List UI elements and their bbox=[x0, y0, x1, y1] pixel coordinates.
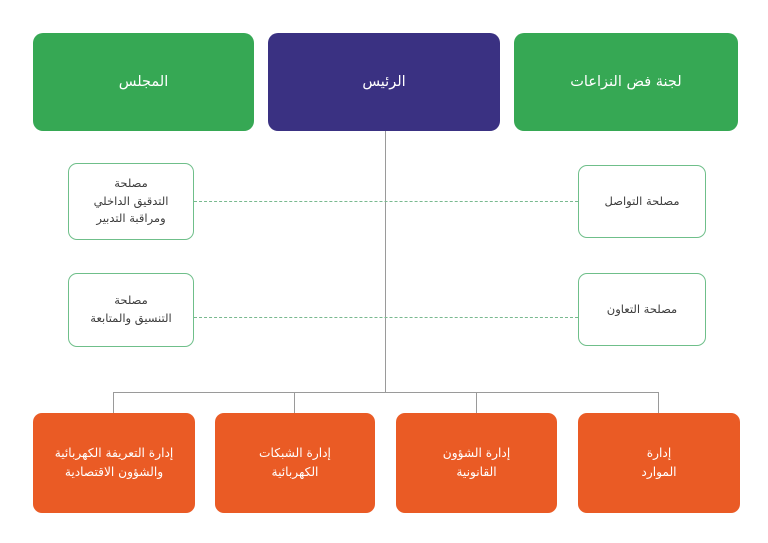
node-coordination-service-line1: مصلحة bbox=[114, 293, 148, 308]
connector-dashed-staff-row1 bbox=[194, 201, 578, 202]
node-internal-audit-line1: مصلحة bbox=[114, 175, 148, 190]
node-council[interactable]: المجلس bbox=[33, 33, 254, 131]
connector-drop-networks bbox=[294, 392, 295, 413]
node-internal-audit-line2: التدقيق الداخلي bbox=[93, 193, 169, 208]
node-coordination-service[interactable]: مصلحة التنسيق والمتابعة bbox=[68, 273, 194, 347]
node-tariff-directorate-line1: إدارة التعريفة الكهربائية bbox=[54, 446, 174, 461]
node-internal-audit[interactable]: مصلحة التدقيق الداخلي ومراقبة التدبير bbox=[68, 163, 194, 240]
node-coordination-service-line2: التنسيق والمتابعة bbox=[90, 311, 172, 325]
node-resources-directorate-line2: الموارد bbox=[641, 465, 677, 479]
connector-president-spine bbox=[385, 131, 386, 392]
node-dispute-committee[interactable]: لجنة فض النزاعات bbox=[514, 33, 738, 131]
connector-directorate-bus bbox=[113, 392, 658, 393]
node-tariff-directorate-line2: والشؤون الاقتصادية bbox=[64, 465, 164, 479]
node-dispute-committee-label: لجنة فض النزاعات bbox=[570, 73, 682, 90]
node-communication-service-line1: مصلحة التواصل bbox=[604, 193, 680, 208]
node-president[interactable]: الرئيس bbox=[268, 33, 500, 131]
node-council-label: المجلس bbox=[118, 73, 169, 90]
node-tariff-directorate[interactable]: إدارة التعريفة الكهربائية والشؤون الاقتص… bbox=[33, 413, 195, 513]
connector-drop-legal bbox=[476, 392, 477, 413]
node-legal-directorate-line1: إدارة الشؤون bbox=[442, 446, 511, 461]
node-legal-directorate-line2: القانونية bbox=[456, 465, 497, 479]
node-resources-directorate-line1: إدارة bbox=[646, 446, 672, 461]
node-networks-directorate-line1: إدارة الشبكات bbox=[259, 446, 331, 461]
connector-drop-resources bbox=[658, 392, 659, 413]
node-networks-directorate-line2: الكهربائية bbox=[271, 465, 319, 479]
node-president-label: الرئيس bbox=[362, 73, 406, 90]
node-networks-directorate[interactable]: إدارة الشبكات الكهربائية bbox=[215, 413, 375, 513]
node-cooperation-service[interactable]: مصلحة التعاون bbox=[578, 273, 706, 346]
node-resources-directorate[interactable]: إدارة الموارد bbox=[578, 413, 740, 513]
node-communication-service[interactable]: مصلحة التواصل bbox=[578, 165, 706, 238]
node-internal-audit-line3: ومراقبة التدبير bbox=[96, 211, 166, 226]
connector-dashed-staff-row2 bbox=[194, 317, 578, 318]
node-legal-directorate[interactable]: إدارة الشؤون القانونية bbox=[396, 413, 557, 513]
connector-drop-tariff bbox=[113, 392, 114, 413]
node-cooperation-service-line1: مصلحة التعاون bbox=[606, 301, 678, 316]
